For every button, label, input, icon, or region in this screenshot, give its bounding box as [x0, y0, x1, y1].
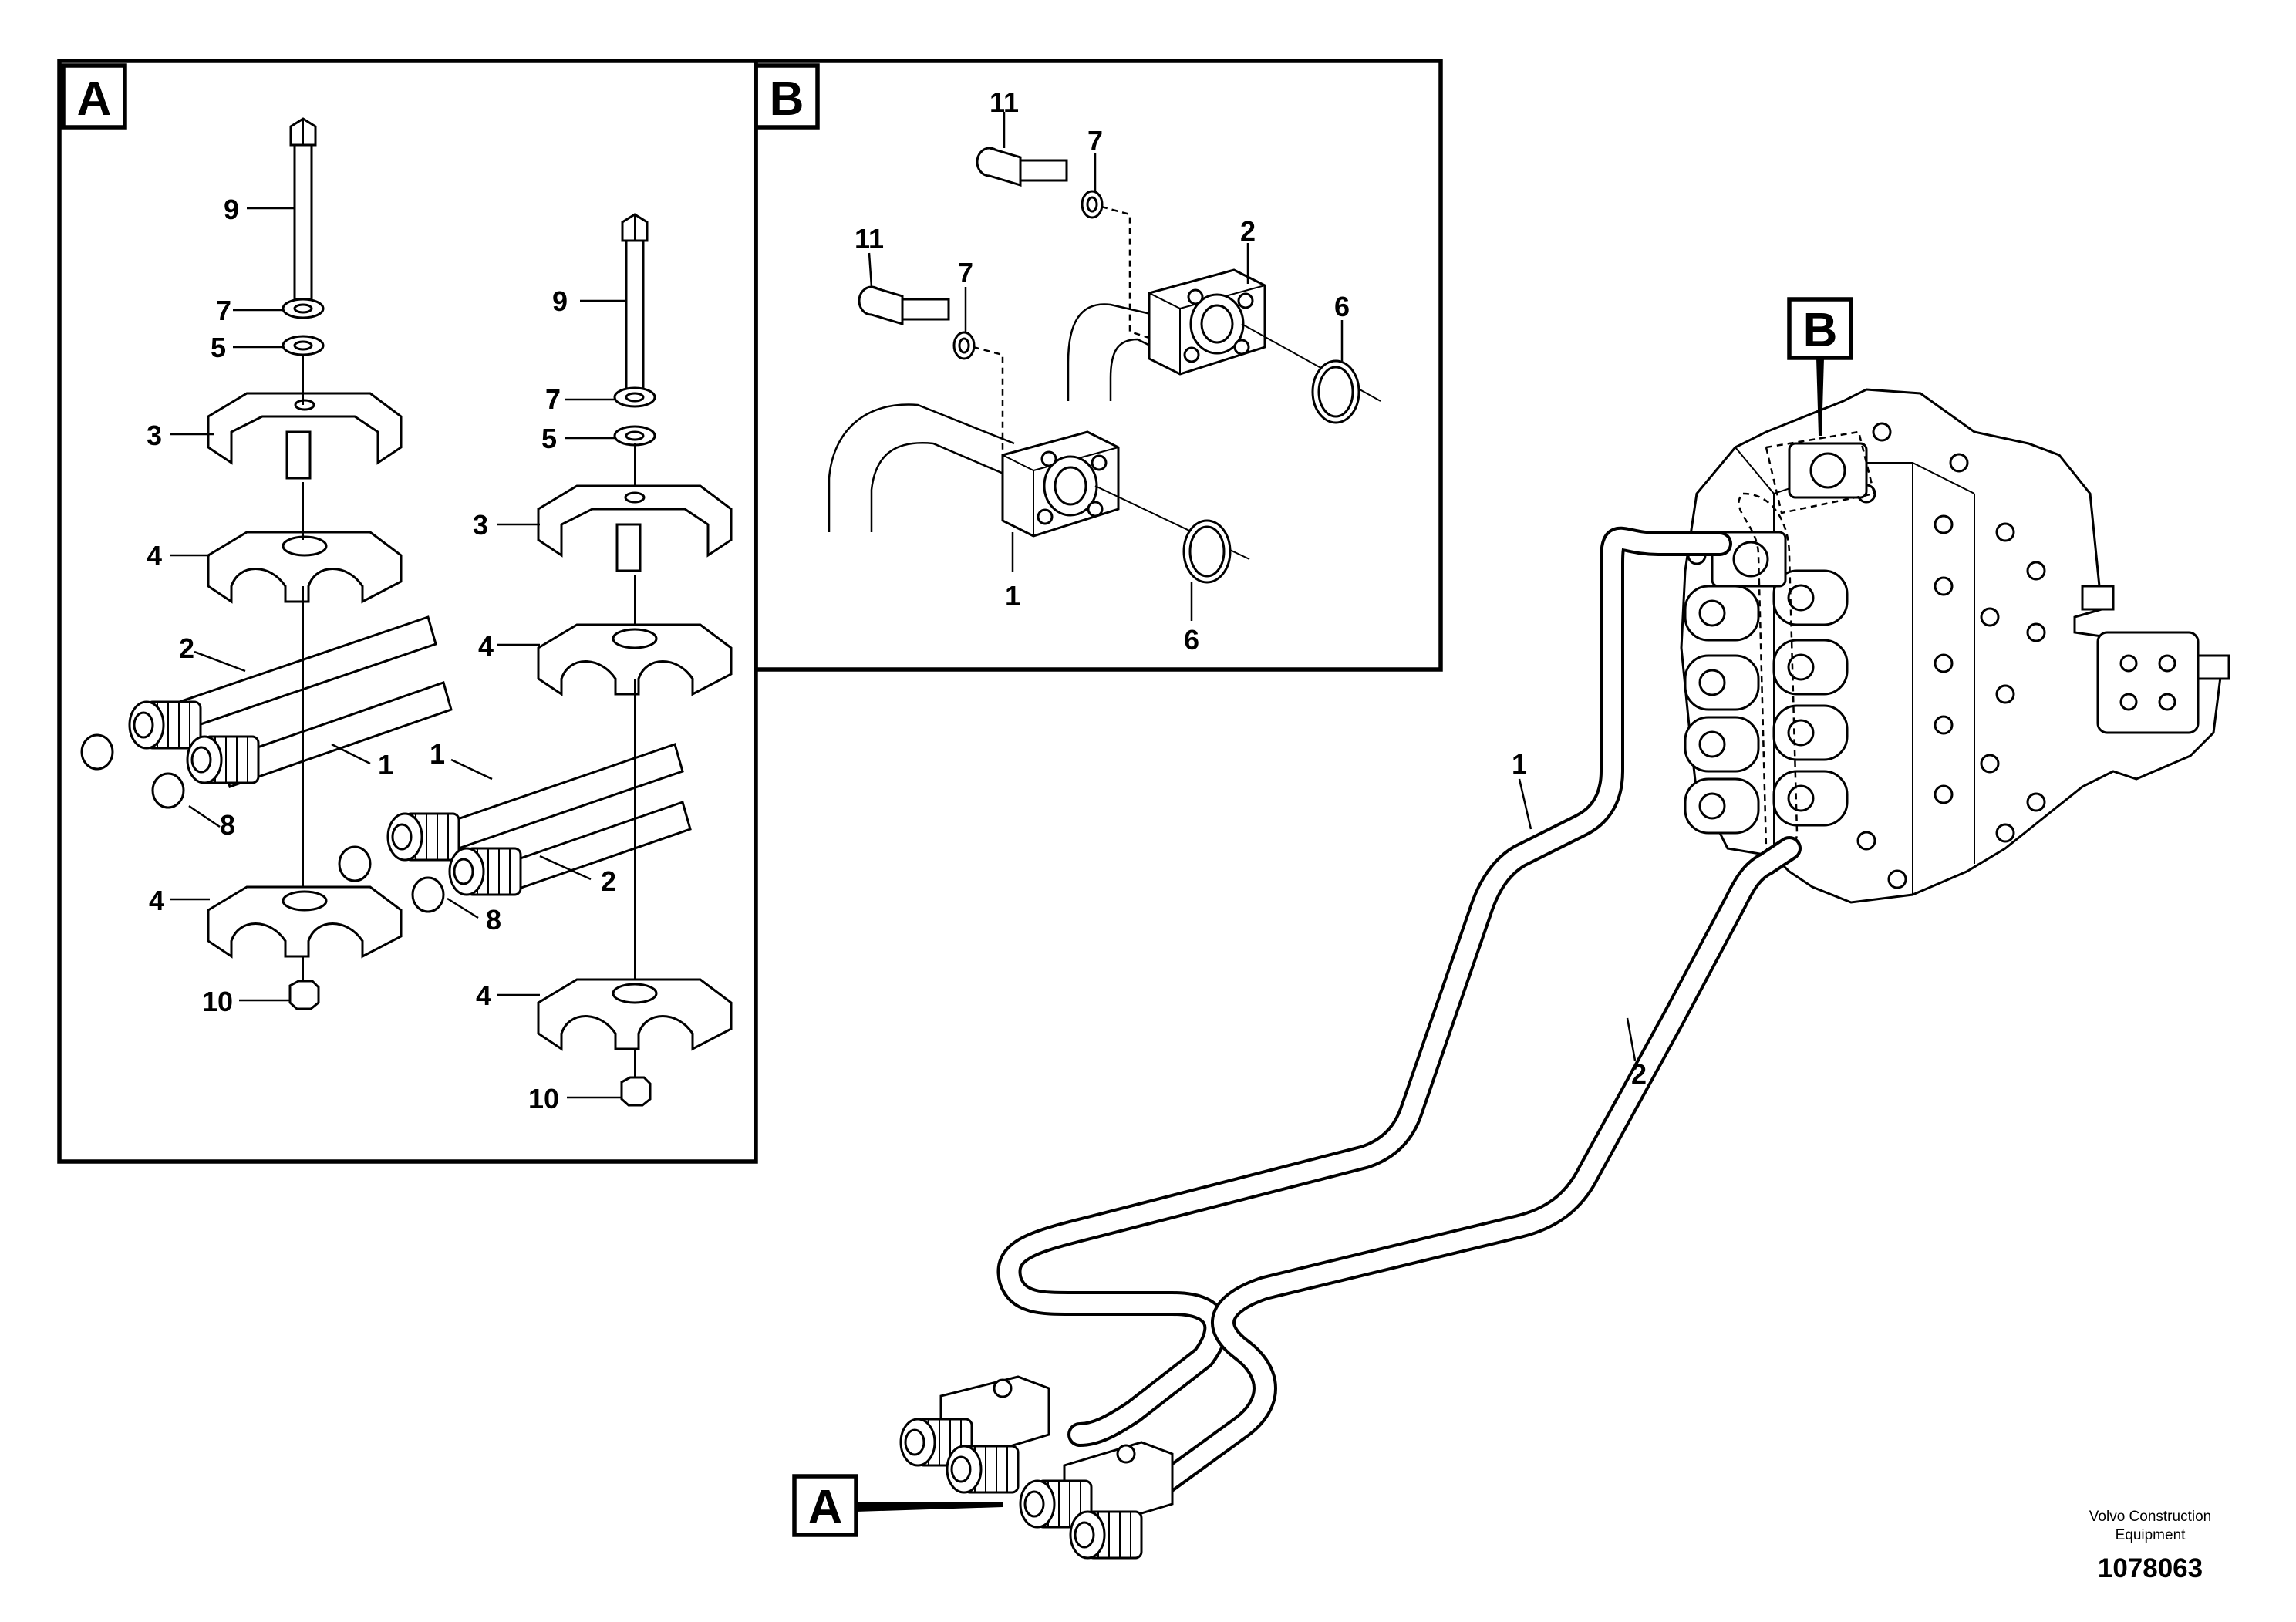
- callout-a-4-upper-left: 4: [147, 540, 162, 572]
- callout-b-6-lower: 6: [1184, 624, 1199, 656]
- clamp-4-upper-left: [207, 531, 403, 603]
- callout-b-11-lower: 11: [855, 223, 884, 255]
- callout-b-2: 2: [1240, 215, 1256, 247]
- left-clamp-stack: [80, 117, 453, 1010]
- detail-a-leaders: [170, 207, 626, 1099]
- detail-b-panel: B 11 7 11 7 2 6 1: [754, 59, 1443, 672]
- callout-b-7-upper: 7: [1087, 125, 1103, 157]
- detail-a-label: A: [77, 73, 112, 126]
- tube-2: [1145, 836, 1802, 1501]
- callout-a-4-upper-right: 4: [478, 630, 494, 662]
- tube-1: [996, 526, 1732, 1447]
- capscrew-11-lower: [858, 285, 950, 325]
- control-valve: [1680, 388, 2230, 904]
- fitting-tube-1-left: [186, 735, 260, 784]
- callout-a-2-right: 2: [601, 865, 616, 897]
- ref-a-marker: A: [792, 1474, 1003, 1537]
- callout-a-7-right: 7: [545, 383, 561, 415]
- callout-a-1-right: 1: [430, 738, 445, 770]
- footer-org-line1: Volvo Construction: [2089, 1509, 2211, 1525]
- lockwasher-7-right: [613, 386, 656, 408]
- right-clamp-stack: [338, 213, 733, 1107]
- ref-b-marker: B: [1787, 297, 1853, 436]
- bolt-9-right: [621, 213, 649, 396]
- callout-a-5-right: 5: [541, 423, 557, 454]
- callout-a-10-left: 10: [202, 986, 233, 1017]
- callout-main-tube-2: 2: [1631, 1058, 1647, 1090]
- callout-a-9-right: 9: [552, 285, 568, 317]
- saddle-3-right: [537, 484, 733, 572]
- flange-1: [1001, 430, 1120, 538]
- callout-a-10-right: 10: [528, 1083, 559, 1114]
- lockwasher-7-left: [282, 298, 325, 319]
- oring-8-upper-left: [80, 733, 114, 771]
- detail-b-label: B: [770, 73, 804, 126]
- lockwasher-7-lower: [952, 331, 976, 360]
- capscrew-11-upper: [976, 147, 1068, 187]
- callout-a-5-left: 5: [211, 332, 226, 363]
- drawing-footer: Volvo Construction Equipment 1078063: [2089, 1509, 2211, 1583]
- drawing-number: 1078063: [2098, 1553, 2203, 1583]
- callout-a-8-left: 8: [220, 809, 235, 841]
- washer-5-left: [282, 335, 325, 356]
- oring-8-lower-right: [411, 876, 445, 913]
- callout-b-7-lower: 7: [958, 257, 973, 288]
- lockwasher-7-upper: [1081, 190, 1104, 219]
- fitting-assembly: [899, 1375, 1174, 1560]
- callout-a-3-left: 3: [147, 420, 162, 451]
- oring-8-upper-right: [338, 845, 372, 882]
- oring-8-lower-left: [151, 772, 185, 809]
- callout-a-9-left: 9: [224, 194, 239, 225]
- saddle-3-left: [207, 392, 403, 480]
- callout-a-7-left: 7: [216, 295, 231, 326]
- callout-b-1: 1: [1005, 580, 1020, 612]
- callout-b-11-upper: 11: [990, 86, 1019, 118]
- ref-b-label: B: [1803, 304, 1838, 357]
- footer-org-line2: Equipment: [2116, 1527, 2186, 1543]
- ref-a-label: A: [808, 1481, 843, 1534]
- callout-a-8-right: 8: [486, 904, 501, 936]
- callout-a-4-lower-right: 4: [476, 980, 491, 1011]
- nut-10-right: [620, 1076, 652, 1107]
- callout-main-tube-1: 1: [1512, 748, 1527, 780]
- fitting-tube-2-right: [448, 847, 522, 896]
- callout-b-6-upper: 6: [1334, 291, 1350, 322]
- clamp-4-lower-right: [537, 978, 733, 1050]
- washer-5-right: [613, 425, 656, 447]
- fitting-tube-1-right: [386, 812, 460, 862]
- callout-a-1-left: 1: [378, 749, 393, 781]
- main-assembly-view: 1 2 B A: [792, 297, 2230, 1560]
- fitting-tube-2-left: [128, 700, 202, 750]
- nut-10-left: [288, 980, 320, 1010]
- callout-a-2-left: 2: [179, 632, 194, 664]
- flange-2: [1148, 268, 1266, 376]
- callout-a-4-lower-left: 4: [149, 885, 164, 916]
- clamp-4-lower-left: [207, 885, 403, 958]
- callout-a-3-right: 3: [473, 509, 488, 541]
- detail-a-panel: A: [57, 59, 758, 1164]
